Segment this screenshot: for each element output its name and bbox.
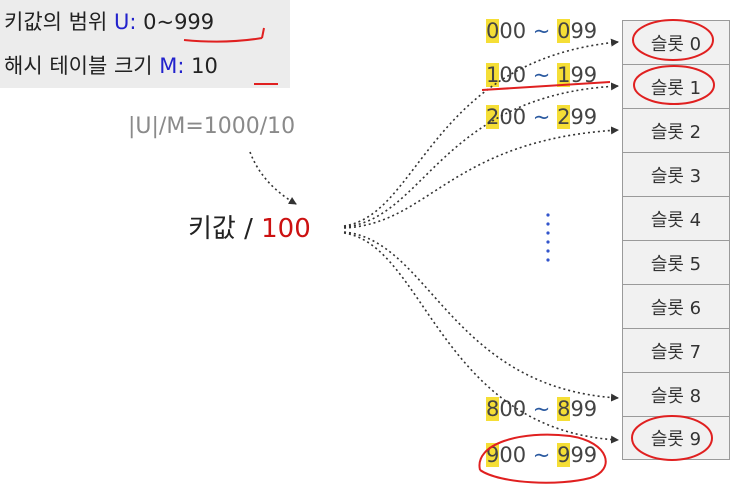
circle-slot-1 — [633, 65, 715, 105]
slot-3: 슬롯 3 — [622, 152, 730, 196]
range-8: 800 ~ 899 — [486, 397, 598, 421]
table-size-value: 10 — [191, 54, 218, 78]
range-1: 100 ~ 199 — [486, 63, 598, 87]
bucket-formula: |U|/M=1000/10 — [128, 114, 296, 139]
slot-6: 슬롯 6 — [622, 284, 730, 328]
key-range-line: 키값의 범위 U: 0~999 — [4, 10, 215, 34]
hash-divisor: 100 — [261, 214, 311, 244]
hash-function: 키값 / 100 — [188, 208, 311, 245]
info-box: 키값의 범위 U: 0~999 해시 테이블 크기 M: 10 — [0, 0, 290, 88]
slot-1: 슬롯 1 — [622, 64, 730, 108]
arrow-to-slot-9 — [343, 232, 619, 444]
slot-4: 슬롯 4 — [622, 196, 730, 240]
slot-7: 슬롯 7 — [622, 328, 730, 372]
vertical-ellipsis — [546, 213, 550, 262]
table-size-label: 해시 테이블 크기 — [4, 54, 153, 78]
arrow-to-slot-8 — [343, 231, 619, 402]
table-size-var: M — [159, 54, 178, 78]
slot-2: 슬롯 2 — [622, 108, 730, 152]
range-0: 000 ~ 099 — [486, 19, 598, 43]
arrow-to-slot-1 — [343, 82, 619, 228]
underline-key-range — [183, 27, 265, 43]
arrow-to-slot-0 — [343, 38, 619, 227]
key-range-value: 0~999 — [143, 10, 215, 34]
slot-8: 슬롯 8 — [622, 372, 730, 416]
key-range-var: U — [113, 10, 130, 34]
circle-slot-9 — [631, 415, 713, 461]
circle-slot-0 — [632, 19, 714, 61]
range-2: 200 ~ 299 — [486, 105, 598, 129]
key-range-label: 키값의 범위 — [4, 10, 108, 34]
hash-table: 슬롯 0 슬롯 1 슬롯 2 슬롯 3 슬롯 4 슬롯 5 슬롯 6 슬롯 7 … — [622, 20, 730, 460]
circle-range-9 — [478, 433, 607, 484]
slot-5: 슬롯 5 — [622, 240, 730, 284]
arrow-to-slot-2 — [343, 126, 619, 229]
arrow-formula-to-hash — [249, 151, 297, 205]
hash-function-text: 키값 / — [188, 214, 262, 244]
underline-range-1 — [481, 81, 611, 91]
table-size-line: 해시 테이블 크기 M: 10 — [4, 54, 218, 78]
